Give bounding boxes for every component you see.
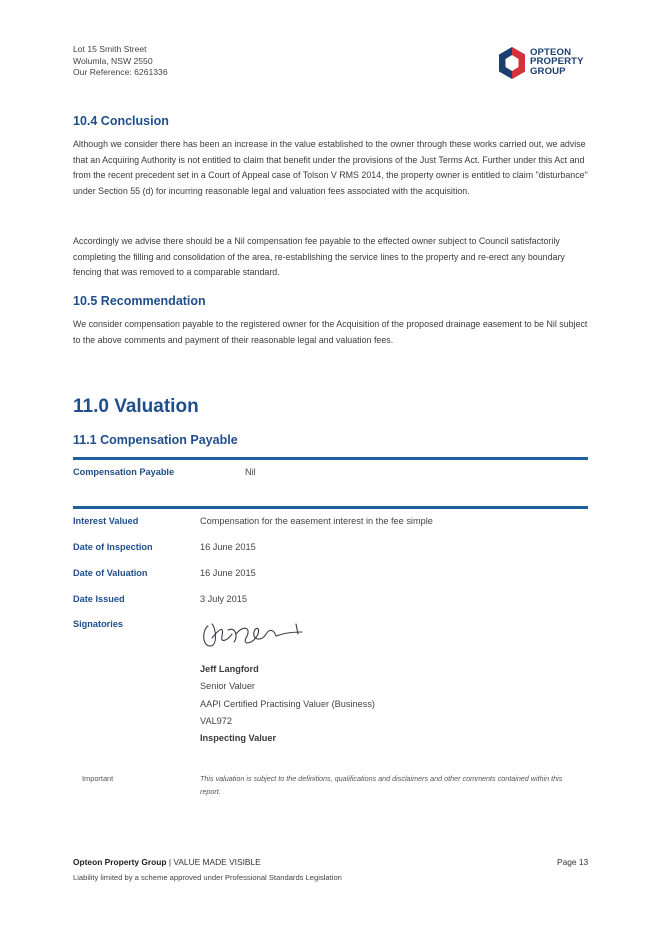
conclusion-paragraph-2: Accordingly we advise there should be a … [73,236,565,278]
logo-line-1: OPTEON [530,47,572,58]
opteon-hexagon-icon [499,47,525,79]
conclusion-paragraph-1: Although we consider there has been an i… [73,139,588,196]
address-line-1: Lot 15 Smith Street [73,44,147,54]
signatory-role: Inspecting Valuer [200,733,277,744]
row-label-date-of-inspection: Date of Inspection [73,542,153,552]
heading-11-0: 11.0 Valuation [73,396,199,417]
row-value-interest-valued: Compensation for the easement interest i… [200,516,433,526]
divider-top [73,457,588,460]
important-disclaimer: This valuation is subject to the definit… [200,774,563,796]
compensation-payable-label: Compensation Payable [73,467,175,477]
header-address: Lot 15 Smith Street Wolumla, NSW 2550 Ou… [73,44,168,79]
signatory-registration: VAL972 [200,715,233,726]
heading-11-1: 11.1 Compensation Payable [73,433,238,447]
opteon-logo: OPTEON PROPERTY GROUP [497,46,597,80]
footer-brand-line: Opteon Property Group | VALUE MADE VISIB… [73,857,261,867]
row-label-interest-valued: Interest Valued [73,516,139,526]
divider-bottom [73,506,588,509]
recommendation-paragraph: We consider compensation payable to the … [73,319,588,345]
page-number: Page 13 [557,857,589,867]
our-reference: Our Reference: 6261336 [73,67,168,77]
heading-10-4: 10.4 Conclusion [73,114,169,128]
footer-brand: Opteon Property Group [73,857,167,867]
compensation-payable-value: Nil [245,467,256,477]
footer-liability: Liability limited by a scheme approved u… [73,873,342,882]
row-value-date-issued: 3 July 2015 [200,594,247,604]
handwritten-signature [203,623,303,647]
signatory-title: Senior Valuer [200,681,255,692]
row-value-date-of-valuation: 16 June 2015 [200,568,256,578]
important-label: Important [82,774,114,783]
signatory-block: Jeff Langford Senior Valuer AAPI Certifi… [200,661,375,747]
footer-tagline: VALUE MADE VISIBLE [173,857,261,867]
row-label-date-issued: Date Issued [73,594,125,604]
signatory-name: Jeff Langford [200,664,259,674]
footer-separator: | [166,857,174,867]
logo-line-2: PROPERTY [530,56,584,68]
heading-10-5: 10.5 Recommendation [73,294,206,308]
row-value-date-of-inspection: 16 June 2015 [200,542,256,552]
address-line-2: Wolumla, NSW 2550 [73,55,153,66]
signatory-qualification: AAPI Certified Practising Valuer (Busine… [200,698,375,709]
row-label-date-of-valuation: Date of Valuation [73,568,148,578]
signatories-label: Signatories [73,619,124,629]
logo-wordmark: OPTEON PROPERTY GROUP [530,47,584,77]
logo-line-3: GROUP [530,65,566,77]
